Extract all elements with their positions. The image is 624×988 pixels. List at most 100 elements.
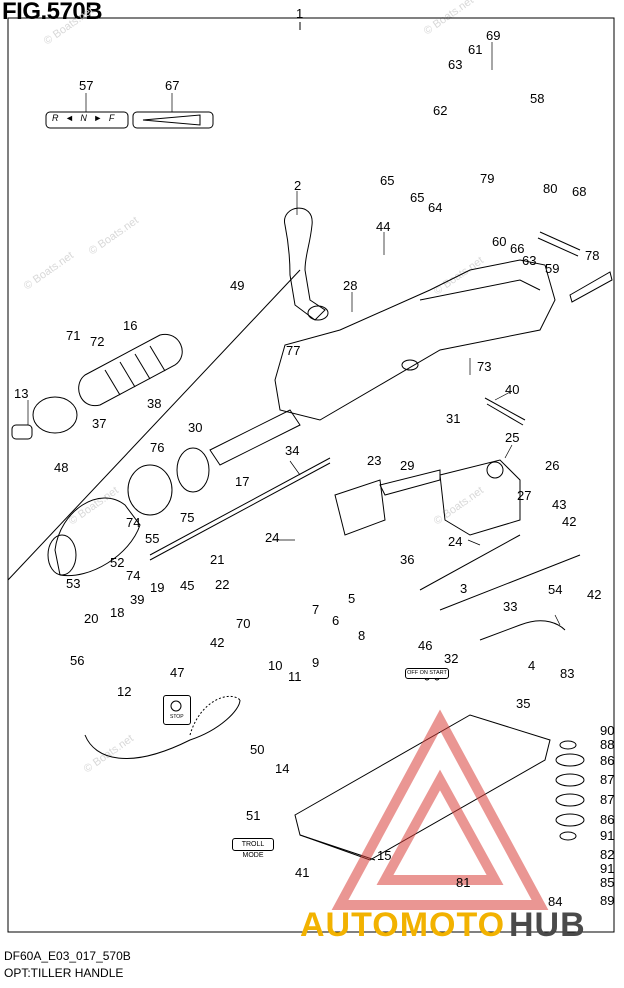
throttle-grip bbox=[78, 333, 183, 407]
callout-72: 72 bbox=[90, 334, 104, 349]
automotohub-logo-mark bbox=[331, 709, 549, 910]
callout-35: 35 bbox=[516, 696, 530, 711]
callout-82: 82 bbox=[600, 847, 614, 862]
callout-89: 89 bbox=[600, 893, 614, 908]
callout-65a: 65 bbox=[380, 173, 394, 188]
stop-switch-lanyard bbox=[84, 699, 241, 759]
callout-54: 54 bbox=[548, 582, 562, 597]
troll-mode-label: TROLL MODE bbox=[232, 838, 274, 859]
callout-33: 33 bbox=[503, 599, 517, 614]
callout-26: 26 bbox=[545, 458, 559, 473]
callout-46: 46 bbox=[418, 638, 432, 653]
callout-80: 80 bbox=[543, 181, 557, 196]
logo-text-right: HUB bbox=[509, 906, 586, 944]
callouts: 1 69 61 63 62 58 57 67 65 65 64 79 80 68… bbox=[14, 6, 614, 909]
callout-90: 90 bbox=[600, 723, 614, 738]
callout-13: 13 bbox=[14, 386, 28, 401]
callout-68: 68 bbox=[572, 184, 586, 199]
callout-60: 60 bbox=[492, 234, 506, 249]
callout-24b: 24 bbox=[448, 534, 462, 549]
diagram-code: DF60A_E03_017_570B bbox=[4, 949, 131, 963]
callout-55: 55 bbox=[145, 531, 159, 546]
callout-56: 56 bbox=[70, 653, 84, 668]
bolt-59 bbox=[537, 231, 581, 257]
callout-19: 19 bbox=[150, 580, 164, 595]
callout-50: 50 bbox=[250, 742, 264, 757]
callout-22: 22 bbox=[215, 577, 229, 592]
callout-84: 84 bbox=[548, 894, 562, 909]
callout-81: 81 bbox=[456, 875, 470, 890]
callout-16: 16 bbox=[123, 318, 137, 333]
bottom-cover-tray bbox=[294, 714, 551, 861]
bolt-40 bbox=[484, 397, 526, 426]
callout-44: 44 bbox=[376, 219, 390, 234]
stop-label: STOP bbox=[170, 714, 184, 720]
callout-75: 75 bbox=[180, 510, 194, 525]
callout-34: 34 bbox=[285, 443, 299, 458]
lower-handle-cover bbox=[47, 497, 141, 577]
cable-33 bbox=[439, 554, 581, 611]
callout-32: 32 bbox=[444, 651, 458, 666]
stop-clip-decal bbox=[163, 695, 191, 725]
callout-36: 36 bbox=[400, 552, 414, 567]
callout-79: 79 bbox=[480, 171, 494, 186]
callout-76: 76 bbox=[150, 440, 164, 455]
callout-42c: 42 bbox=[210, 635, 224, 650]
callout-48: 48 bbox=[54, 460, 68, 475]
logo-text-left: AUTOMOTO bbox=[300, 906, 506, 944]
drive-shaft bbox=[127, 409, 301, 516]
diagram-caption: OPT:TILLER HANDLE bbox=[4, 966, 124, 980]
callout-45: 45 bbox=[180, 578, 194, 593]
tiller-arm-body bbox=[274, 259, 556, 421]
callout-70: 70 bbox=[236, 616, 250, 631]
callout-73: 73 bbox=[477, 359, 491, 374]
callout-87b: 87 bbox=[600, 792, 614, 807]
grip-end-cap bbox=[11, 396, 78, 440]
callout-17: 17 bbox=[235, 474, 249, 489]
callout-42a: 42 bbox=[562, 514, 576, 529]
callout-83: 83 bbox=[560, 666, 574, 681]
callout-14: 14 bbox=[275, 761, 289, 776]
callout-64: 64 bbox=[428, 200, 442, 215]
callout-74b: 74 bbox=[126, 568, 140, 583]
callout-42b: 42 bbox=[587, 587, 601, 602]
callout-21: 21 bbox=[210, 552, 224, 567]
callout-24a: 24 bbox=[265, 530, 279, 545]
callout-27: 27 bbox=[517, 488, 531, 503]
callout-61: 61 bbox=[468, 42, 482, 57]
callout-28: 28 bbox=[343, 278, 357, 293]
callout-4: 4 bbox=[528, 658, 535, 673]
callout-18: 18 bbox=[110, 605, 124, 620]
shift-lever bbox=[284, 207, 329, 321]
callout-67: 67 bbox=[165, 78, 179, 93]
throttle-shaft bbox=[149, 457, 331, 556]
callout-43: 43 bbox=[552, 497, 566, 512]
callout-65b: 65 bbox=[410, 190, 424, 205]
throttle-switch-bracket bbox=[334, 469, 441, 536]
callout-59: 59 bbox=[545, 261, 559, 276]
callout-8: 8 bbox=[358, 628, 365, 643]
callout-23: 23 bbox=[367, 453, 381, 468]
callout-5: 5 bbox=[348, 591, 355, 606]
callout-10: 10 bbox=[268, 658, 282, 673]
callout-1: 1 bbox=[296, 6, 303, 21]
callout-25: 25 bbox=[505, 430, 519, 445]
coil-cord bbox=[189, 695, 241, 736]
callout-30: 30 bbox=[188, 420, 202, 435]
callout-20: 20 bbox=[84, 611, 98, 626]
assembly-frame bbox=[7, 17, 615, 933]
spring-78 bbox=[569, 271, 613, 303]
callout-91b: 91 bbox=[600, 861, 614, 876]
callout-66: 66 bbox=[510, 241, 524, 256]
callout-63a: 63 bbox=[448, 57, 462, 72]
callout-41: 41 bbox=[295, 865, 309, 880]
shift-decal-text: R ◄ N ► F bbox=[52, 113, 117, 123]
callout-2: 2 bbox=[294, 178, 301, 193]
callout-91a: 91 bbox=[600, 828, 614, 843]
indicator-decal bbox=[132, 111, 214, 129]
callout-62: 62 bbox=[433, 103, 447, 118]
callout-69: 69 bbox=[486, 28, 500, 43]
callout-6: 6 bbox=[332, 613, 339, 628]
callout-86a: 86 bbox=[600, 753, 614, 768]
